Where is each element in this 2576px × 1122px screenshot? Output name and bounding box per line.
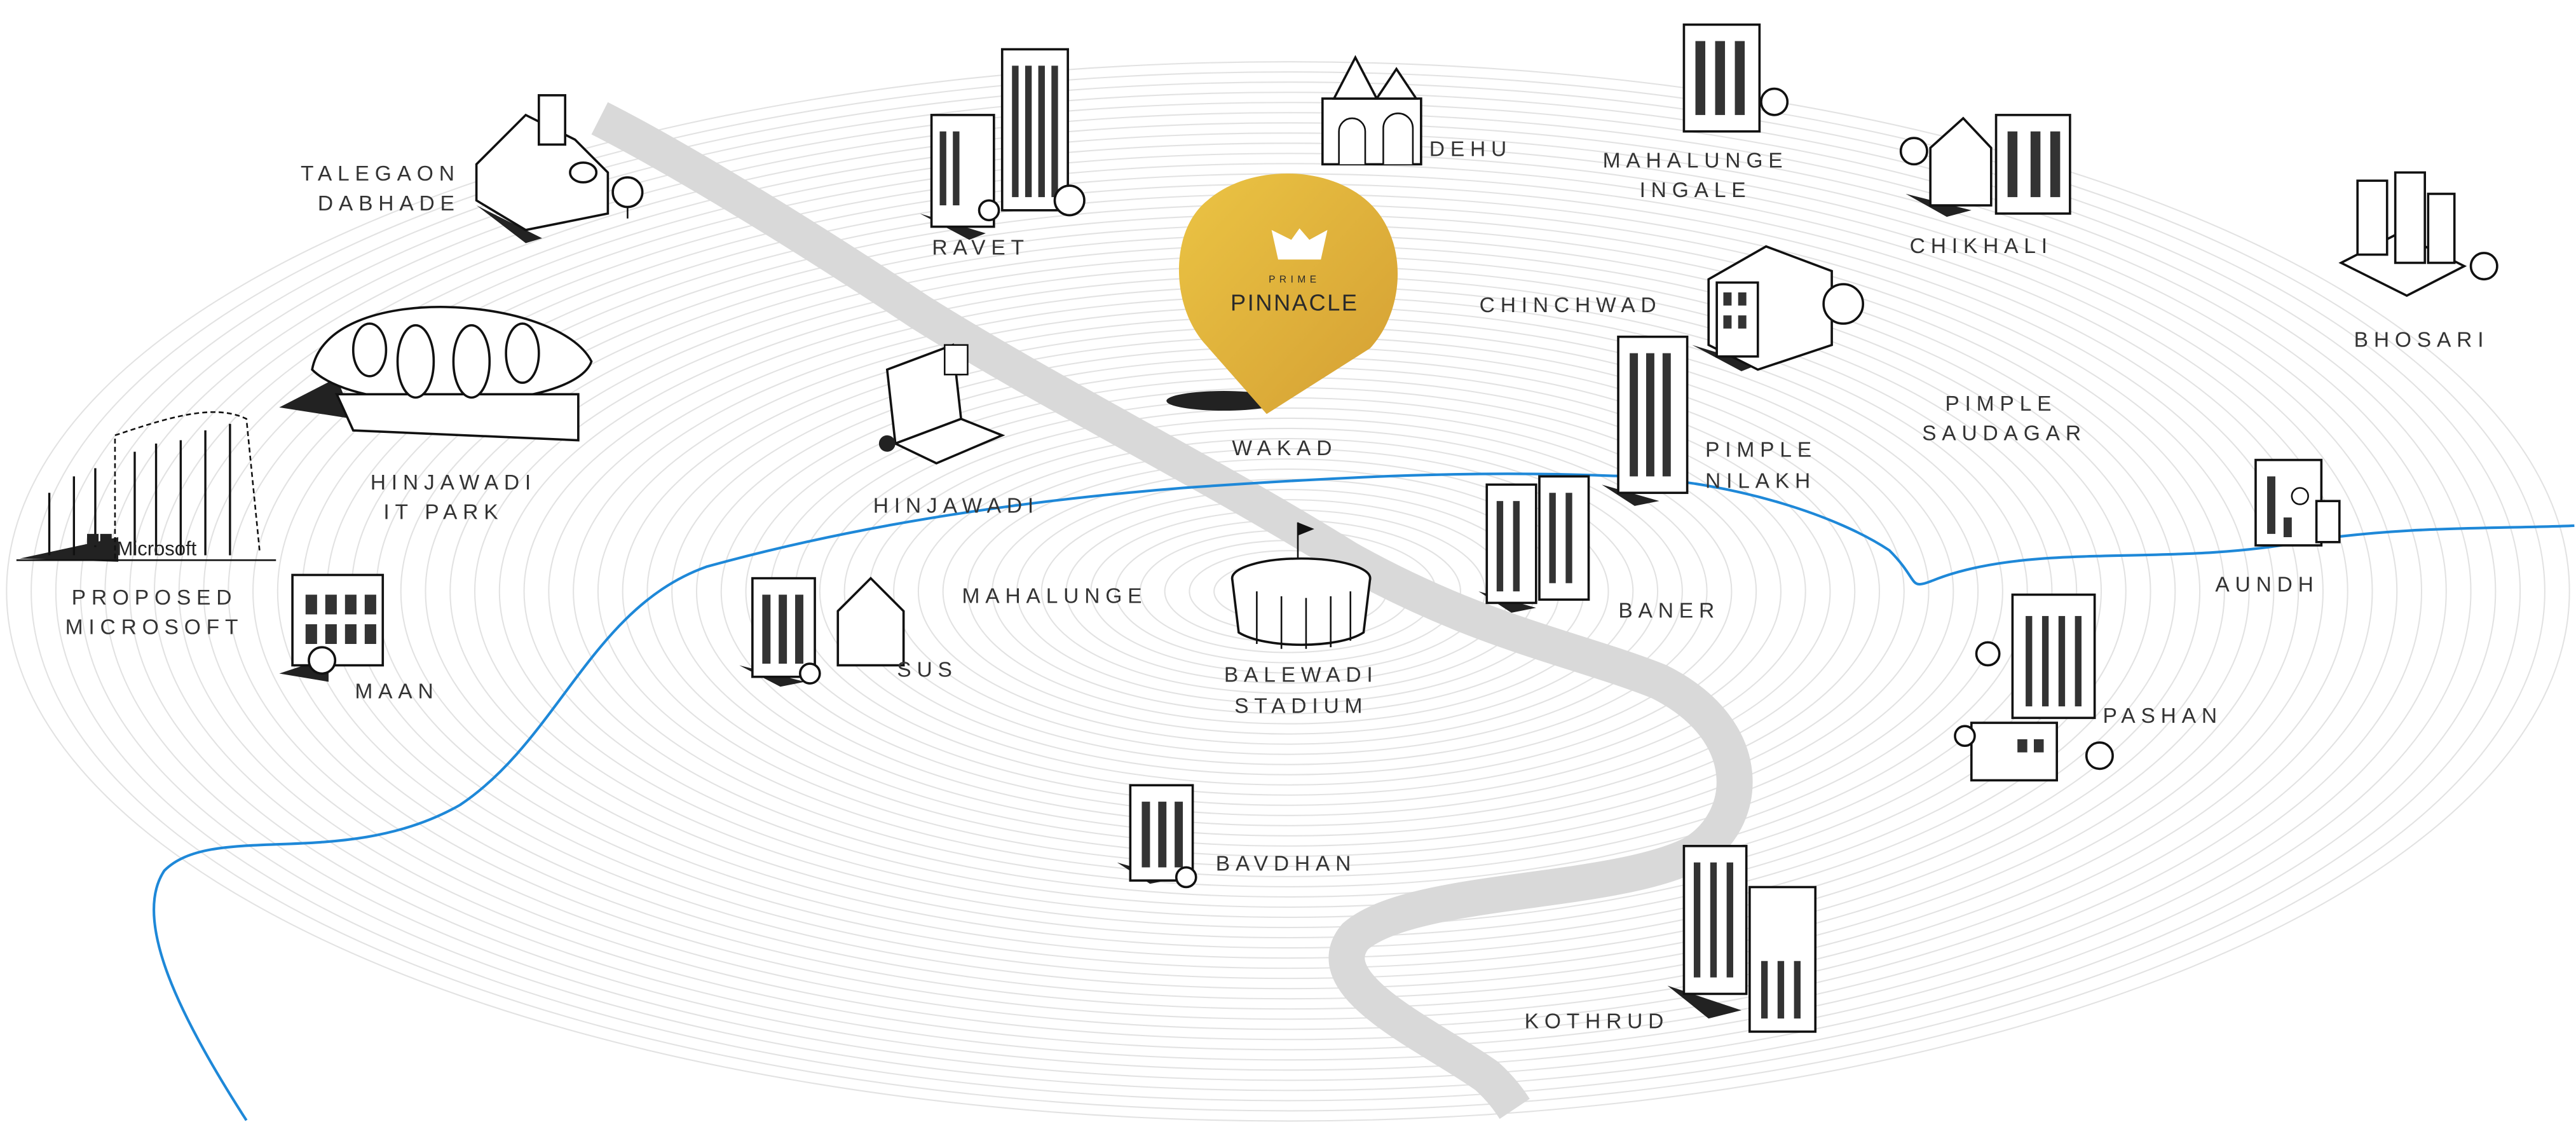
highway-road [591, 102, 1753, 1119]
label-pashan: PASHAN [2103, 704, 2223, 728]
contour-line [104, 102, 2472, 1081]
contour-line [31, 71, 2545, 1112]
label-baner: BANER [1618, 599, 1720, 623]
ravet-buildings-icon [920, 48, 1086, 240]
pimple-nilakh-tower-icon [1602, 335, 1689, 506]
mahalunge-ingale-building-icon [1682, 23, 1789, 133]
label-hinjawadi: HINJAWADI [873, 494, 1039, 517]
label-mahalunge: MAHALUNGE [962, 584, 1148, 608]
bhosari-industrial-icon [2338, 171, 2498, 298]
contour-line [55, 81, 2521, 1102]
contour-line [843, 407, 1733, 776]
contour-line [178, 132, 2398, 1051]
label-balewadi-stadium-1: BALEWADI [1224, 663, 1379, 687]
microsoft-campus-icon: Microsoft [16, 411, 276, 562]
contour-line [917, 437, 1659, 745]
prime-pinnacle-pin[interactable]: PRIME PINNACLE [1166, 173, 1398, 414]
brand-name: PINNACLE [1230, 289, 1359, 315]
label-pimple-nilakh-1: PIMPLE [1705, 438, 1817, 462]
contour-line [893, 427, 1683, 755]
sus-buildings-icon [739, 577, 905, 687]
talegaon-house-icon [475, 94, 644, 243]
label-ravet: RAVET [932, 236, 1029, 260]
label-kothrud: KOTHRUD [1525, 1010, 1670, 1034]
label-proposed-microsoft-2: MICROSOFT [65, 615, 244, 639]
crown-icon [1271, 228, 1328, 260]
maan-building-icon [279, 573, 385, 682]
label-hinjawadi-it-park-1: HINJAWADI [371, 471, 536, 495]
chinchwad-building-icon [1692, 245, 1864, 372]
microsoft-logo-text: Microsoft [117, 537, 197, 559]
contour-line [252, 163, 2324, 1020]
kothrud-towers-icon [1667, 845, 1817, 1033]
label-pimple-nilakh-2: NILAKH [1705, 470, 1816, 493]
contour-line [967, 458, 1609, 725]
dehu-temple-icon [1321, 55, 1422, 166]
label-wakad: WAKAD [1232, 437, 1337, 460]
contour-line [942, 448, 1634, 735]
label-pimple-saudagar-2: SAUDAGAR [1922, 422, 2087, 446]
label-mahalunge-ingale-1: MAHALUNGE [1603, 149, 1789, 173]
label-proposed-microsoft-1: PROPOSED [72, 586, 238, 610]
baner-towers-icon [1478, 475, 1590, 613]
contour-line [228, 153, 2348, 1030]
chikhali-buildings-icon [1899, 114, 2071, 217]
label-talegaon-1: TALEGAON [301, 162, 460, 186]
bavdhan-building-icon [1117, 784, 1197, 889]
balewadi-stadium-icon [1230, 522, 1372, 649]
contour-line [129, 112, 2447, 1071]
pashan-buildings-icon [1954, 593, 2114, 782]
label-mahalunge-ingale-2: INGALE [1640, 179, 1752, 202]
hinjawadi-laptop-icon [878, 343, 1005, 465]
label-sus: SUS [897, 659, 957, 682]
contour-line [6, 61, 2570, 1122]
label-maan: MAAN [355, 680, 439, 703]
hinjawadi-it-park-building-icon [279, 306, 593, 442]
label-balewadi-stadium-2: STADIUM [1234, 695, 1368, 718]
river [152, 472, 2575, 1121]
place-labels: TALEGAON DABHADE RAVET DEHU MAHALUNGE IN… [65, 138, 2490, 1034]
label-dehu: DEHU [1429, 138, 1512, 161]
label-talegaon-2: DABHADE [318, 192, 460, 216]
label-bavdhan: BAVDHAN [1216, 852, 1356, 876]
contour-line [203, 142, 2373, 1041]
label-chinchwad: CHINCHWAD [1480, 294, 1662, 317]
contour-line [79, 92, 2497, 1091]
label-chikhali: CHIKHALI [1910, 235, 2053, 258]
label-pimple-saudagar-1: PIMPLE [1945, 392, 2057, 416]
label-hinjawadi-it-park-2: IT PARK [383, 501, 503, 524]
label-aundh: AUNDH [2215, 573, 2319, 596]
label-bhosari: BHOSARI [2354, 328, 2490, 352]
contour-line [153, 122, 2423, 1061]
brand-top: PRIME [1269, 274, 1320, 285]
aundh-building-icon [2254, 458, 2341, 547]
